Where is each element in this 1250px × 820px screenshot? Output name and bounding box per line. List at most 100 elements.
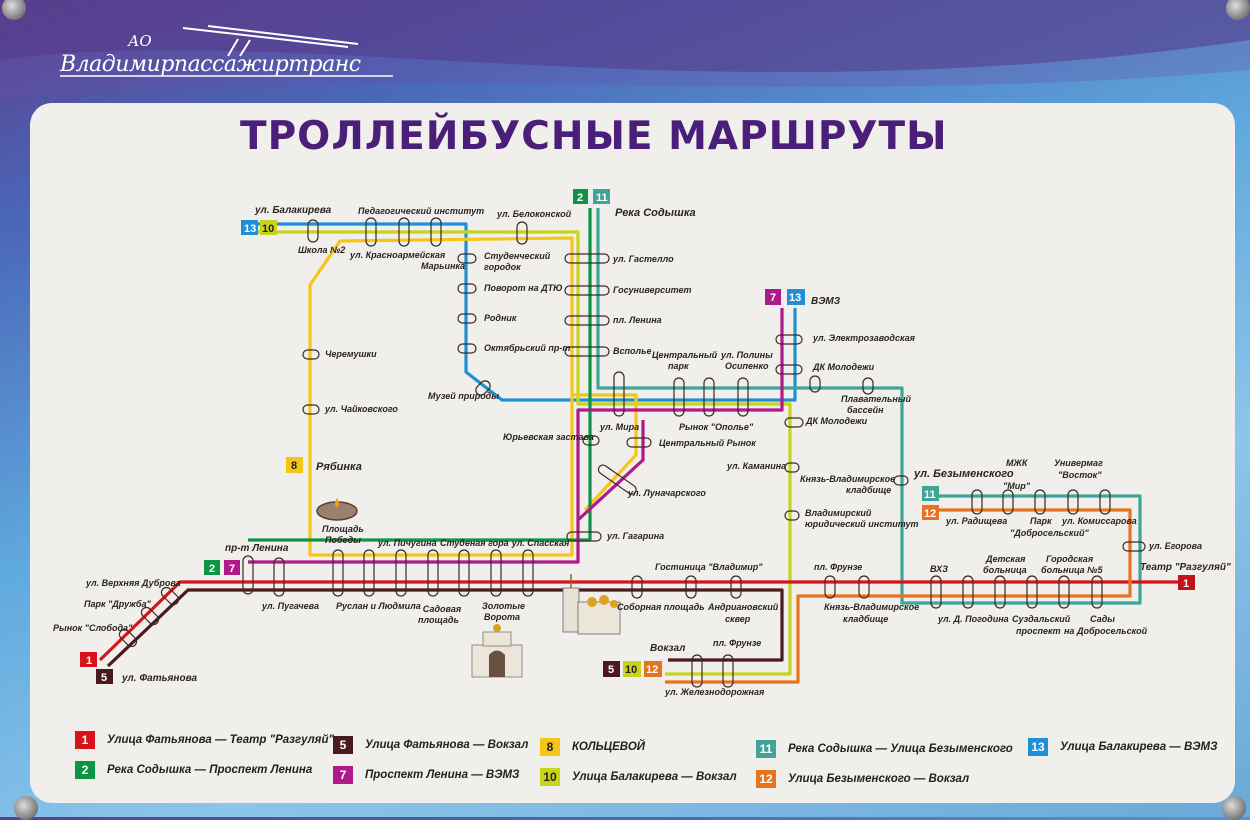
stop-label: Черемушки bbox=[325, 349, 377, 359]
stop-label: Князь-Владимирское bbox=[800, 474, 895, 484]
legend-text: Улица Фатьянова — Вокзал bbox=[365, 739, 529, 751]
stop-label: Андриановский bbox=[707, 602, 779, 612]
route-2-line bbox=[248, 208, 592, 542]
stop-label: ул. Гастелло bbox=[612, 254, 674, 264]
legend-item-5: 5 Улица Фатьянова — Вокзал bbox=[333, 736, 528, 754]
stop-label: Детская bbox=[985, 554, 1026, 564]
stop-marker bbox=[427, 549, 439, 597]
stop-label: ул. Мира bbox=[599, 422, 639, 432]
legend-item-2: 2 Река Содышка — Проспект Ленина bbox=[75, 761, 312, 779]
stop-label: больница bbox=[983, 565, 1027, 575]
stop-label: кладбище bbox=[843, 614, 888, 624]
stop-label: ДК Молодежи bbox=[812, 362, 875, 372]
legend-badge: 2 bbox=[75, 761, 95, 779]
stop-label: Родник bbox=[484, 313, 517, 323]
stop-marker bbox=[691, 654, 703, 688]
stop-marker bbox=[475, 380, 491, 396]
stop-marker bbox=[242, 555, 254, 595]
stop-marker bbox=[809, 375, 821, 393]
stop-marker bbox=[457, 283, 477, 294]
route-5-line bbox=[106, 588, 784, 668]
terminal-label: Театр "Разгуляй" bbox=[1140, 562, 1231, 573]
stop-label: городок bbox=[484, 262, 521, 272]
stop-marker bbox=[273, 557, 285, 597]
terminal-label: ул. Безыменского bbox=[913, 468, 1014, 480]
badge-13: 13 bbox=[789, 292, 801, 304]
route-1-line bbox=[98, 580, 1178, 662]
legend-badge: 5 bbox=[333, 736, 353, 754]
stop-label: Руслан и Людмила bbox=[336, 601, 421, 611]
legend-item-11: 11 Река Содышка — Улица Безыменского bbox=[756, 740, 1013, 758]
stop-marker bbox=[685, 575, 697, 599]
stop-marker bbox=[613, 371, 625, 417]
legend-text: Проспект Ленина — ВЭМЗ bbox=[365, 769, 520, 781]
stop-marker bbox=[737, 377, 749, 417]
stop-label: Центральный bbox=[652, 350, 718, 360]
stop-marker bbox=[862, 377, 874, 395]
stop-label: Городская bbox=[1046, 554, 1094, 564]
legend-badge: 8 bbox=[540, 738, 560, 756]
stop-markers bbox=[118, 217, 1146, 688]
stop-label: парк bbox=[668, 361, 689, 371]
badge-12: 12 bbox=[646, 664, 658, 676]
stop-label: ВХЗ bbox=[930, 564, 948, 574]
terminal-labels: ул. Балакирева Река Содышка ВЭМЗ пр-т Ле… bbox=[121, 205, 1231, 684]
stop-marker bbox=[302, 404, 320, 415]
legend-badge: 7 bbox=[333, 766, 353, 784]
stop-label: сквер bbox=[725, 614, 751, 624]
badge-12: 12 bbox=[924, 508, 936, 520]
legend-text: Река Содышка — Проспект Ленина bbox=[107, 764, 313, 776]
stop-label: ул. Комиссарова bbox=[1061, 516, 1137, 526]
stop-marker bbox=[597, 464, 637, 495]
terminal-label: Река Содышка bbox=[615, 207, 696, 219]
stop-marker bbox=[784, 417, 804, 428]
stop-marker bbox=[858, 575, 870, 599]
stop-label: ул. Чайковского bbox=[324, 404, 398, 414]
stop-marker bbox=[564, 346, 610, 357]
stop-label: Осипенко bbox=[725, 361, 769, 371]
terminal-label: ул. Фатьянова bbox=[121, 673, 197, 684]
stop-label: "Восток" bbox=[1058, 470, 1102, 480]
stop-label: проспект bbox=[1016, 626, 1061, 636]
stop-label: Октябрьский пр-т bbox=[484, 343, 570, 353]
stop-marker bbox=[1091, 575, 1103, 609]
stop-label: Юрьевская застава bbox=[503, 432, 594, 442]
stop-label: Гостиница "Владимир" bbox=[655, 562, 763, 572]
badge-1: 1 bbox=[1183, 578, 1189, 590]
stop-marker bbox=[722, 654, 734, 688]
stop-marker bbox=[140, 606, 160, 626]
route-12-line bbox=[665, 508, 1132, 684]
stop-label: ул. Пугачева bbox=[261, 601, 319, 611]
stop-marker bbox=[457, 313, 477, 324]
stop-label: Суздальский bbox=[1012, 614, 1071, 624]
terminal-label: ул. Балакирева bbox=[254, 205, 332, 216]
stop-label: Золотые bbox=[482, 601, 525, 611]
stop-marker bbox=[582, 435, 600, 446]
page-title: ТРОЛЛЕЙБУСНЫЕ МАРШРУТЫ bbox=[240, 114, 948, 159]
stop-marker bbox=[994, 575, 1006, 609]
stop-label: МЖК bbox=[1006, 458, 1029, 468]
stop-marker bbox=[1122, 541, 1146, 552]
stop-label: ул. Полины bbox=[720, 350, 773, 360]
stop-labels: Педагогический институт Школа №2 ул. Кра… bbox=[53, 206, 1202, 697]
terminal-label: Вокзал bbox=[650, 643, 686, 654]
stop-label: Педагогический институт bbox=[358, 206, 484, 216]
stop-marker bbox=[457, 253, 477, 264]
stop-marker bbox=[1099, 489, 1111, 515]
stop-marker bbox=[930, 575, 942, 609]
legend-item-13: 13 Улица Балакирева — ВЭМЗ bbox=[1028, 738, 1218, 756]
badge-2: 2 bbox=[577, 192, 583, 204]
stop-label: Владимирский bbox=[805, 508, 872, 518]
stop-label: больница №5 bbox=[1041, 565, 1103, 575]
badge-10: 10 bbox=[625, 664, 637, 676]
stop-label: Площадь bbox=[322, 524, 364, 534]
legend-item-7: 7 Проспект Ленина — ВЭМЗ bbox=[333, 766, 519, 784]
cathedral-icon bbox=[562, 574, 621, 635]
stop-label: Ворота bbox=[484, 612, 520, 622]
stop-label: ул. Каманина bbox=[726, 461, 786, 471]
legend-text: КОЛЬЦЕВОЙ bbox=[572, 741, 646, 753]
route-11-line bbox=[596, 208, 1142, 605]
stop-label: кладбище bbox=[846, 485, 891, 495]
legend-text: Улица Фатьянова — Театр "Разгуляй" bbox=[107, 734, 334, 746]
stop-marker bbox=[363, 549, 375, 597]
